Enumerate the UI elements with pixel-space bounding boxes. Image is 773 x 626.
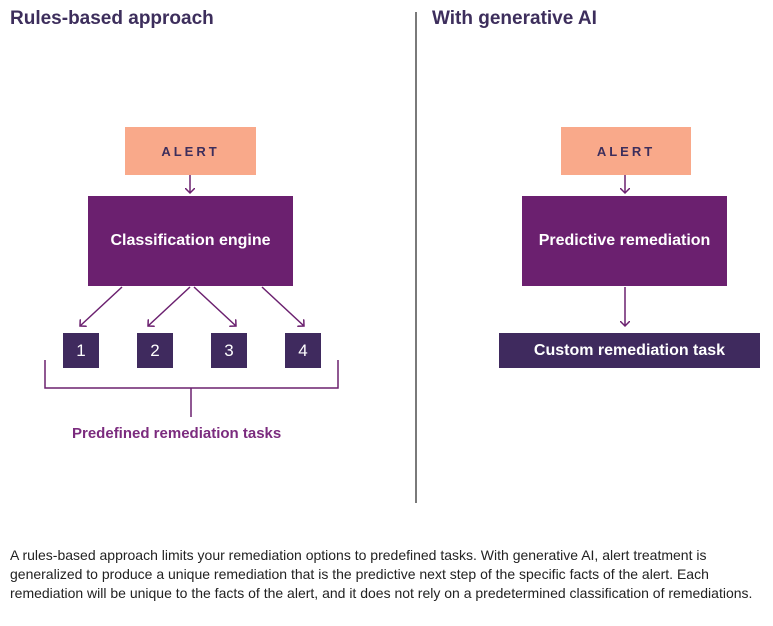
arrow-engine-to-task-4 — [261, 286, 304, 326]
alert-box-left: ALERT — [125, 127, 256, 175]
caption-paragraph: A rules-based approach limits your remed… — [10, 547, 753, 601]
custom-remediation-task-box: Custom remediation task — [499, 333, 760, 368]
task-box-4: 4 — [285, 333, 321, 368]
task-box-1: 1 — [63, 333, 99, 368]
generative-ai-heading: With generative AI — [432, 8, 597, 29]
rules-based-heading: Rules-based approach — [10, 8, 214, 29]
caption-text: A rules-based approach limits your remed… — [10, 546, 770, 603]
arrow-engine-to-task-1 — [80, 286, 123, 326]
task-box-3: 3 — [211, 333, 247, 368]
alert-box-right: ALERT — [561, 127, 691, 175]
arrow-engine-to-task-2 — [148, 286, 191, 326]
predefined-tasks-label: Predefined remediation tasks — [72, 425, 282, 442]
predictive-remediation-box: Predictive remediation — [522, 196, 727, 286]
classification-engine-box: Classification engine — [88, 196, 293, 286]
arrow-engine-to-task-3 — [193, 286, 236, 326]
task-box-2: 2 — [137, 333, 173, 368]
